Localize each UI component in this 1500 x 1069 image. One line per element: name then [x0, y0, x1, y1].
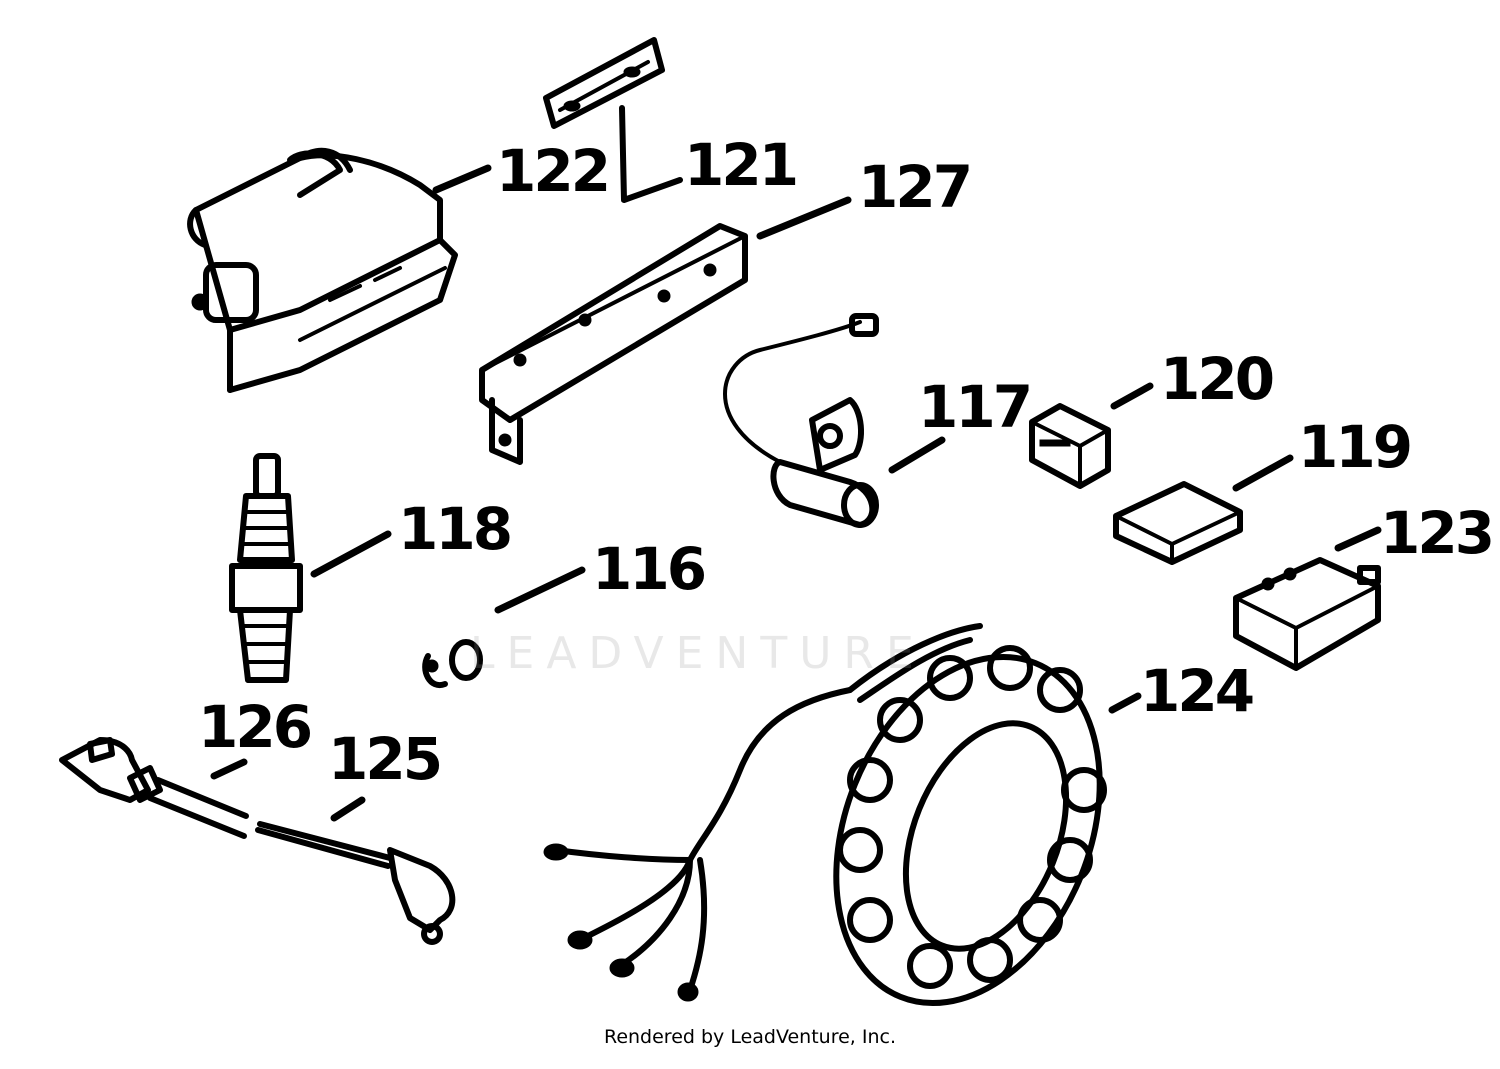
gasket-121[interactable]: [543, 37, 665, 129]
rectifier-120[interactable]: [1029, 403, 1111, 489]
label-120[interactable]: 120: [1160, 345, 1275, 413]
label-124[interactable]: 124: [1140, 657, 1255, 725]
pad-119[interactable]: [1113, 481, 1243, 565]
ignition-coil-122[interactable]: [187, 147, 458, 393]
label-116[interactable]: 116: [592, 535, 707, 603]
leader-lines: [210, 105, 1382, 822]
spark-plug-118[interactable]: [229, 453, 303, 683]
condenser-117[interactable]: [723, 313, 879, 528]
bracket-127[interactable]: [479, 223, 748, 465]
leader-122: [432, 164, 492, 194]
watermark: LEADVENTURE: [470, 628, 926, 679]
clip-116[interactable]: [422, 639, 483, 689]
leader-126: [210, 758, 248, 780]
label-119[interactable]: 119: [1298, 413, 1413, 481]
stator-124[interactable]: [787, 617, 1148, 1042]
label-127[interactable]: 127: [858, 153, 973, 221]
regulator-123[interactable]: [1233, 557, 1381, 671]
leader-123: [1334, 526, 1382, 552]
leader-124: [1108, 692, 1142, 714]
label-118[interactable]: 118: [398, 495, 513, 563]
spark-plug-lead-125-126[interactable]: [59, 737, 456, 945]
label-122[interactable]: 122: [496, 137, 611, 205]
leader-125: [330, 796, 366, 822]
label-123[interactable]: 123: [1380, 499, 1495, 567]
wire-harness[interactable]: [543, 687, 853, 1002]
label-117[interactable]: 117: [918, 373, 1033, 441]
label-126[interactable]: 126: [198, 693, 313, 761]
leader-118: [310, 530, 392, 578]
leader-117: [888, 436, 946, 474]
leader-119: [1232, 454, 1294, 492]
label-125[interactable]: 125: [328, 725, 443, 793]
leader-127: [756, 196, 852, 240]
leader-121: [619, 105, 683, 203]
label-121[interactable]: 121: [684, 131, 799, 199]
leader-116: [494, 566, 586, 614]
footer-credit: Rendered by LeadVenture, Inc.: [603, 1026, 897, 1048]
leader-120: [1110, 382, 1154, 410]
